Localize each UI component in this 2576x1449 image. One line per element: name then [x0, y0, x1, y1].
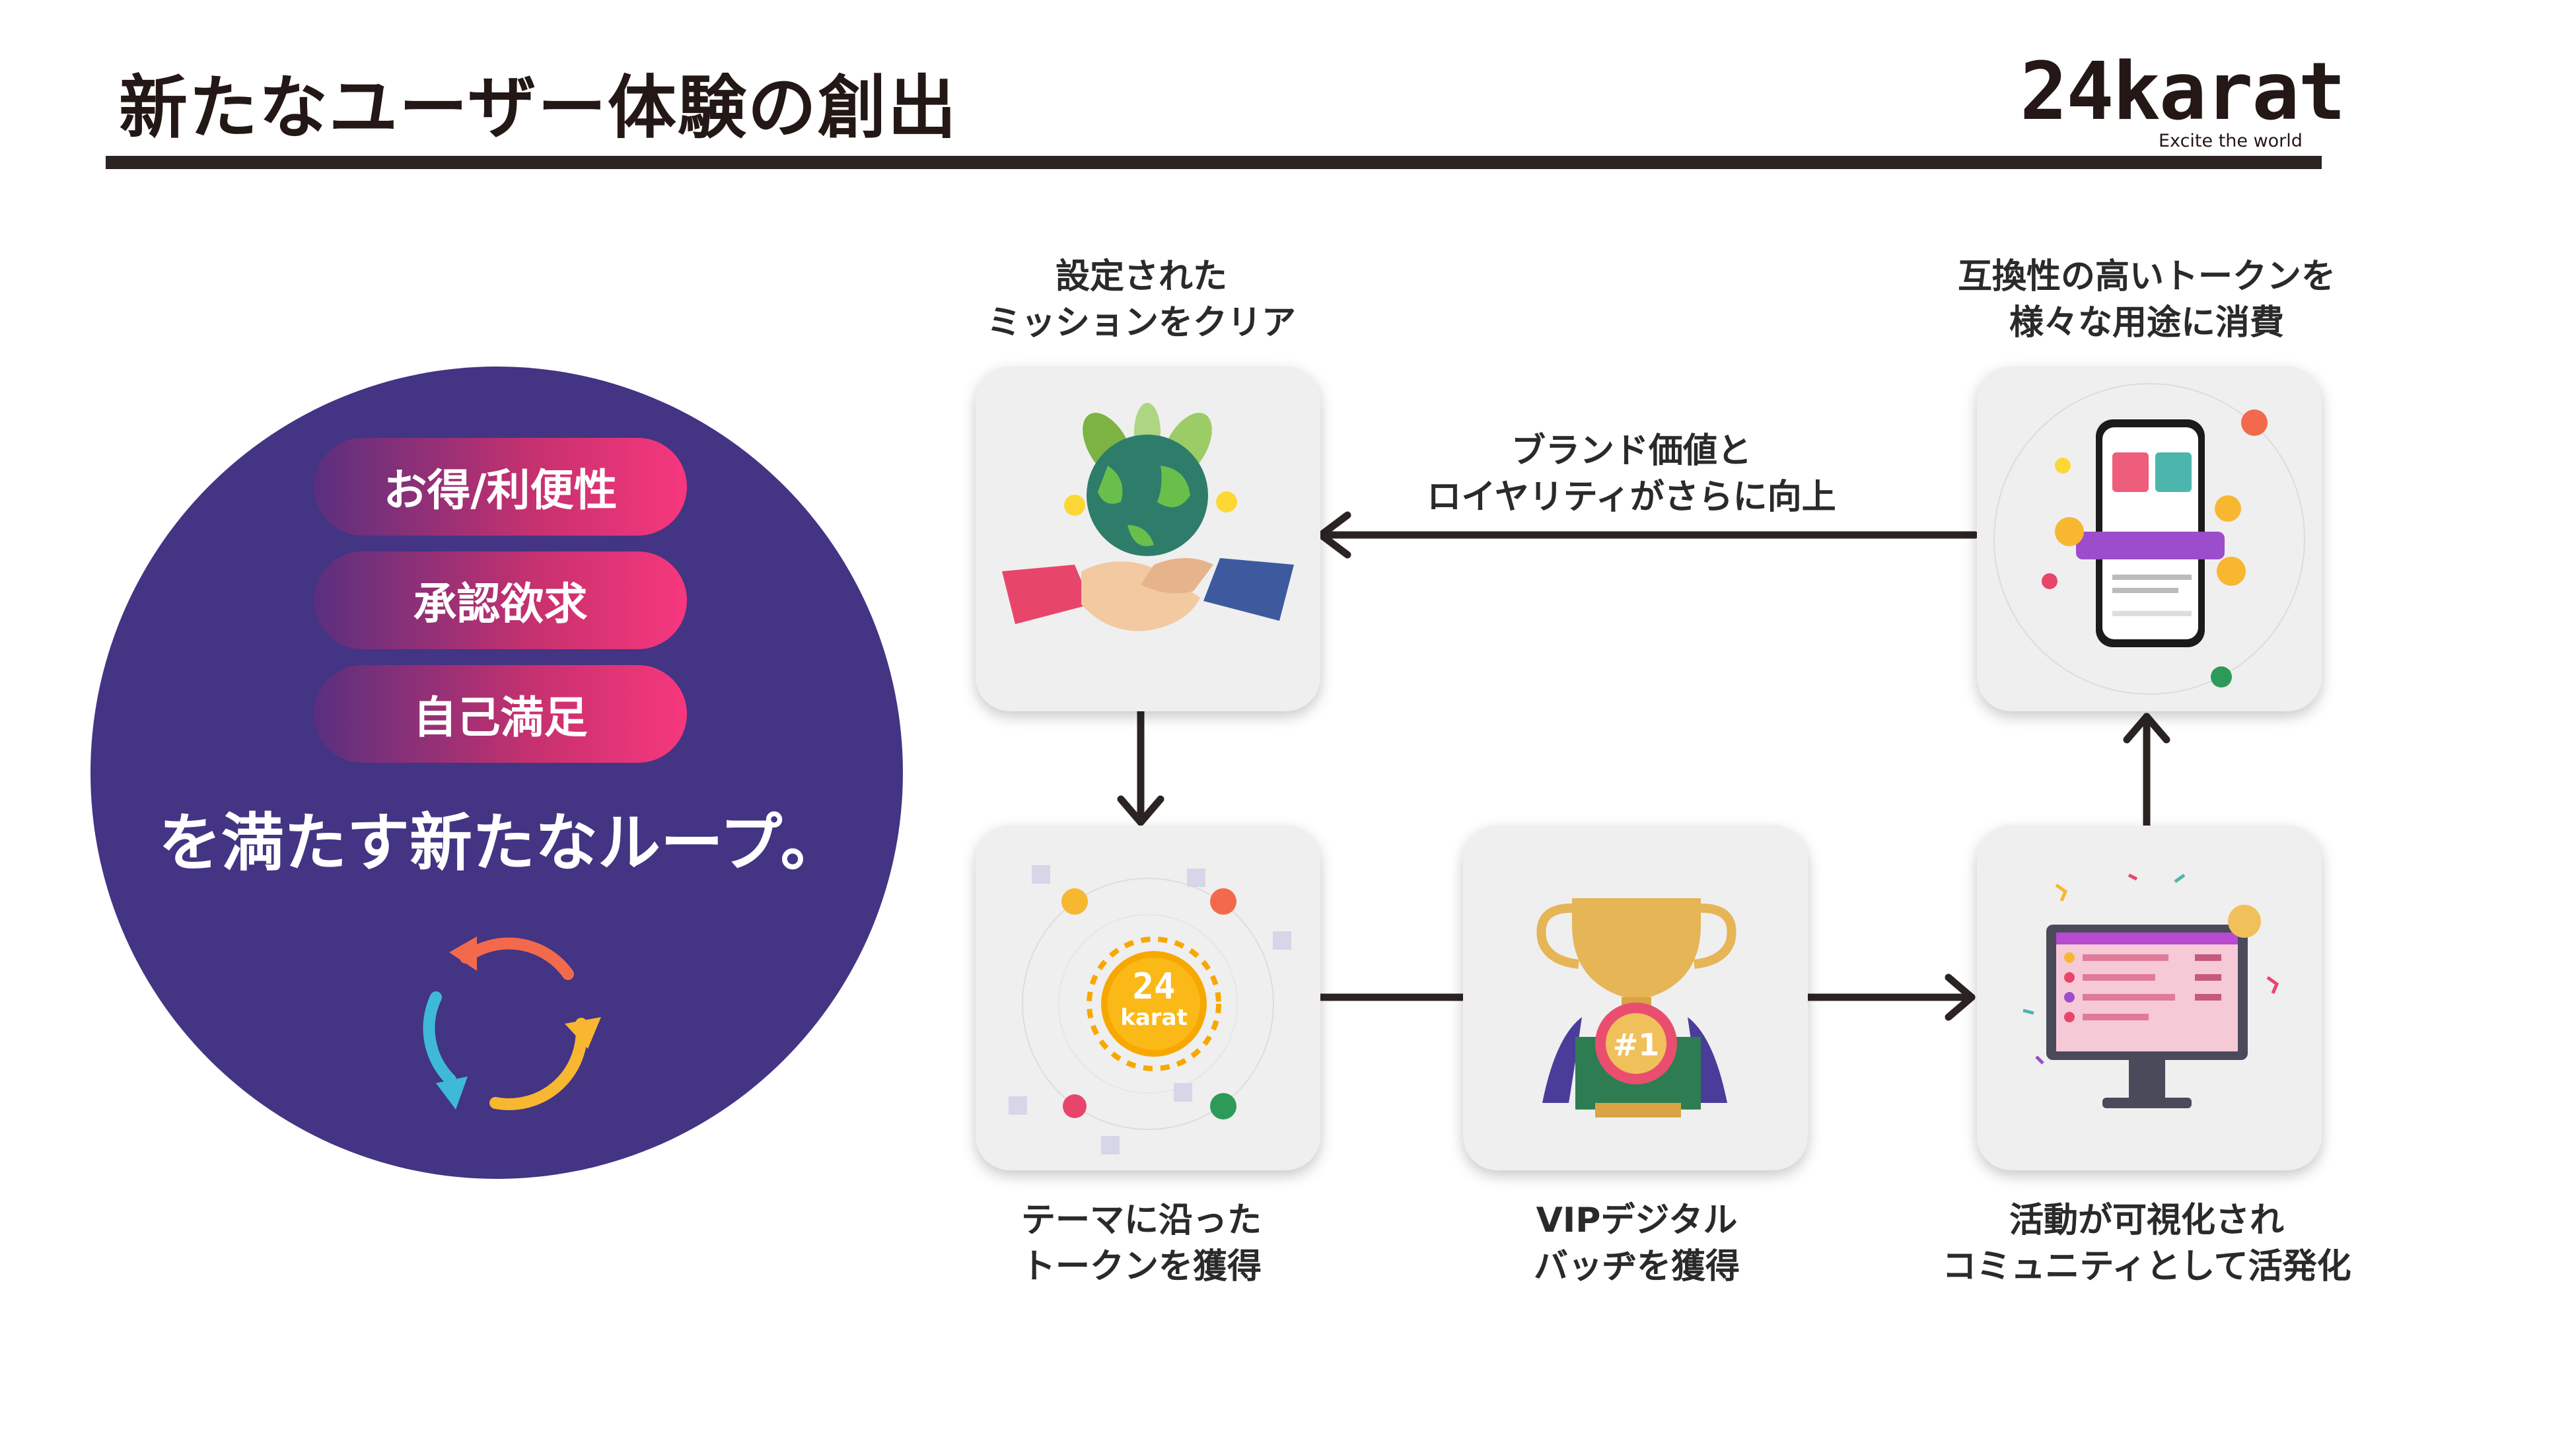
pill-self-satisfaction: 自己満足	[314, 665, 687, 763]
page-title: 新たなユーザー体験の創出	[119, 67, 958, 148]
label-vip-line2: バッヂを獲得	[1533, 1247, 1740, 1287]
card-activity	[1977, 826, 2322, 1170]
logo-tagline: Excite the world	[2159, 131, 2303, 151]
coin-number: 24	[1132, 966, 1175, 1007]
coin-word: karat	[1120, 1005, 1188, 1031]
loop-caption: を満たす新たなループ。	[159, 807, 843, 880]
card-token: 24 karat	[976, 826, 1320, 1170]
logo-text: 24karat	[2020, 46, 2346, 138]
badge-number: #1	[1613, 1027, 1660, 1063]
label-consume-line2: 様々な用途に消費	[2009, 303, 2284, 343]
label-mission-line1: 設定された	[1055, 257, 1227, 297]
karat-coin-icon: 24 karat	[1009, 865, 1291, 1154]
trophy-badge-icon: #1	[1536, 898, 1736, 1117]
label-activity-line2: コミュニティとして活発化	[1942, 1247, 2351, 1287]
label-consume: 互換性の高いトークンを 様々な用途に消費	[1929, 254, 2365, 346]
card-consume	[1977, 367, 2322, 711]
card-vip: #1	[1463, 826, 1808, 1170]
label-vip-line1: VIPデジタル	[1536, 1201, 1738, 1240]
handshake-globe-icon	[1002, 403, 1294, 631]
label-consume-line1: 互換性の高いトークンを	[1957, 257, 2336, 297]
refresh-cycle-icon	[403, 911, 621, 1129]
card-mission	[976, 367, 1320, 711]
pill-recognition: 承認欲求	[314, 551, 687, 649]
monitor-chart-icon	[2022, 873, 2279, 1108]
header-rule	[106, 156, 2322, 169]
value-circle: お得/利便性 承認欲求 自己満足	[90, 367, 903, 1179]
smartphone-app-icon	[1993, 383, 2305, 695]
label-token-line2: トークンを獲得	[1020, 1247, 1262, 1287]
pill-benefit: お得/利便性	[314, 438, 687, 536]
label-activity-line1: 活動が可視化され	[2009, 1201, 2284, 1240]
label-token: テーマに沿った トークンを獲得	[970, 1197, 1313, 1290]
label-mission: 設定された ミッションをクリア	[970, 254, 1313, 346]
label-brand-value: ブランド価値と ロイヤリティがさらに向上	[1400, 428, 1863, 520]
label-mission-line2: ミッションをクリア	[986, 303, 1296, 343]
label-token-line1: テーマに沿った	[1020, 1201, 1262, 1240]
label-brand-line1: ブランド価値と	[1511, 431, 1752, 471]
label-brand-line2: ロイヤリティがさらに向上	[1427, 477, 1836, 517]
label-activity: 活動が可視化され コミュニティとして活発化	[1935, 1197, 2358, 1290]
brand-logo: 24karat Excite the world	[2020, 53, 2346, 152]
label-vip: VIPデジタル バッヂを獲得	[1465, 1197, 1808, 1290]
